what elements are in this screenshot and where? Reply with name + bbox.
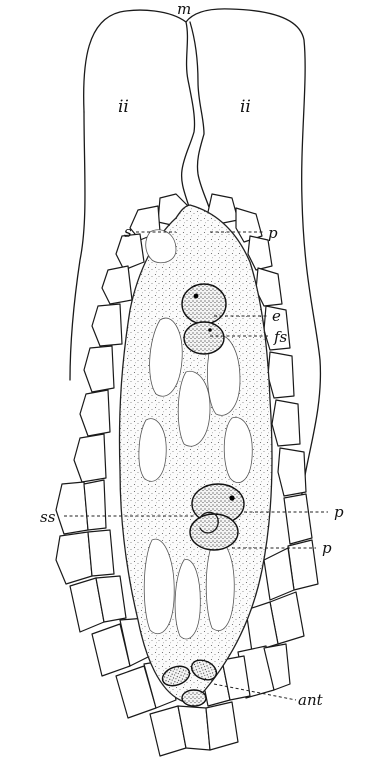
secondary-nucleus [190, 484, 244, 550]
label-ss: ss [40, 508, 56, 526]
integument-left-wall [70, 112, 85, 380]
label-s: s [124, 223, 132, 241]
upper-nucleus [182, 284, 226, 354]
label-p-low: p [322, 539, 332, 557]
label-ii-right: ii [240, 97, 251, 117]
label-p-mid: p [334, 503, 344, 521]
label-e: e [272, 307, 281, 325]
label-ii-left: ii [118, 97, 129, 117]
label-p-top: p [268, 224, 278, 242]
micropyle-canal-right [190, 22, 210, 210]
label-m: m [177, 0, 191, 18]
label-ant: ant [298, 691, 324, 709]
micropyle-canal [182, 22, 195, 210]
label-fs: fs [273, 328, 288, 346]
